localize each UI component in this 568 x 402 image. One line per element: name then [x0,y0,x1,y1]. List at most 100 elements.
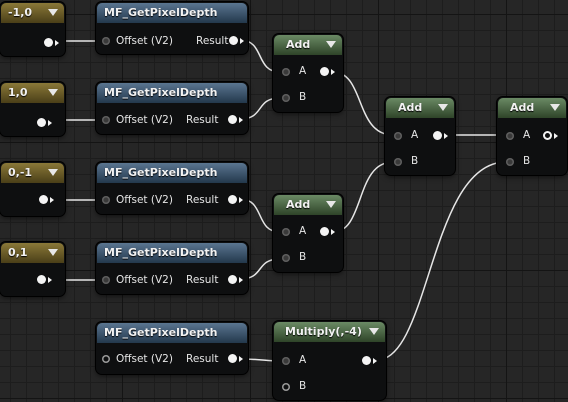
node-title: Add [398,101,423,114]
collapse-arrow-icon[interactable] [438,104,448,111]
param-node-0-neg1[interactable]: 0,-1 [0,162,65,216]
collapse-arrow-icon[interactable] [550,104,560,111]
param-node-1-0[interactable]: 1,0 [0,82,65,136]
function-header: MF_GetPixelDepth [97,83,247,103]
collapse-arrow-icon[interactable] [326,201,336,208]
math-header: Add [498,98,566,118]
result-output-dot[interactable] [228,115,237,124]
function-title: MF_GetPixelDepth [104,86,218,99]
add-node-2[interactable]: Add A B [273,194,343,272]
collapse-arrow-icon[interactable] [48,249,58,256]
function-header: MF_GetPixelDepth [97,323,247,343]
collapse-arrow-icon[interactable] [369,328,379,335]
function-node-1[interactable]: MF_GetPixelDepth Offset (V2) Result [96,2,248,54]
pin-arrow-icon [239,117,243,123]
input-a-label: A [523,129,531,141]
offset-input-pin[interactable]: Offset (V2) [102,34,173,48]
function-node-3[interactable]: MF_GetPixelDepth Offset (V2) Result [96,162,248,214]
result-output-pin[interactable]: Result [186,113,218,127]
function-header: MF_GetPixelDepth [97,243,247,263]
result-output-dot[interactable] [228,275,237,284]
multiply-output-pin[interactable] [362,356,371,365]
input-pin-icon [102,37,110,45]
result-output-dot[interactable] [229,36,238,45]
input-pin-icon [102,355,110,363]
function-title: MF_GetPixelDepth [104,246,218,259]
add-node-4[interactable]: Add A B [497,97,567,175]
offset-label: Offset (V2) [116,353,173,365]
pin-arrow-icon [240,38,244,44]
result-output-dot[interactable] [228,354,237,363]
input-b-label: B [411,155,419,167]
input-a-label: A [299,65,307,77]
collapse-arrow-icon[interactable] [326,41,336,48]
add-output-pin[interactable] [320,227,329,236]
pin-arrow-icon [331,229,335,235]
add-node-1[interactable]: Add A B [273,34,343,112]
pin-arrow-icon [239,197,243,203]
offset-input-pin[interactable]: Offset (V2) [102,113,173,127]
function-title: MF_GetPixelDepth [104,326,218,339]
collapse-arrow-icon[interactable] [48,89,58,96]
offset-label: Offset (V2) [116,194,173,206]
pin-arrow-icon [239,356,243,362]
input-pin-icon [102,196,110,204]
result-label: Result [186,114,219,126]
input-b-pin[interactable] [506,158,514,166]
input-a-label: A [299,354,307,366]
pin-arrow-icon [50,197,54,203]
input-b-pin[interactable] [282,94,290,102]
input-a-label: A [299,225,307,237]
result-output-pin[interactable]: Result [186,273,218,287]
input-a-label: A [411,129,419,141]
input-b-label: B [299,251,307,263]
input-a-pin[interactable] [282,228,290,236]
input-b-pin[interactable] [282,254,290,262]
input-a-pin[interactable] [394,132,402,140]
param-node-neg1-0[interactable]: -1,0 [0,2,65,56]
math-header: Add [274,195,342,215]
param-output-pin[interactable] [37,275,46,284]
param-node-0-1[interactable]: 0,1 [0,242,65,296]
offset-input-pin[interactable]: Offset (V2) [102,352,173,366]
function-node-2[interactable]: MF_GetPixelDepth Offset (V2) Result [96,82,248,134]
multiply-node[interactable]: Multiply(,-4) A B [273,321,386,400]
result-output-pin[interactable]: Result [196,34,228,48]
input-b-label: B [299,91,307,103]
node-title: Add [286,38,311,51]
function-header: MF_GetPixelDepth [97,163,247,183]
param-output-pin[interactable] [39,195,48,204]
collapse-arrow-icon[interactable] [48,9,58,16]
result-output-pin[interactable]: Result [186,193,218,207]
param-label: 0,-1 [8,166,33,179]
collapse-arrow-icon[interactable] [48,169,58,176]
add-output-pin[interactable] [320,67,329,76]
input-b-pin[interactable] [394,158,402,166]
node-title: Add [286,198,311,211]
param-output-pin[interactable] [44,38,53,47]
function-node-4[interactable]: MF_GetPixelDepth Offset (V2) Result [96,242,248,294]
param-output-pin[interactable] [37,118,46,127]
offset-input-pin[interactable]: Offset (V2) [102,273,173,287]
node-title: Add [510,101,535,114]
add-node-3[interactable]: Add A B [385,97,455,175]
result-output-pin[interactable]: Result [186,352,218,366]
function-node-5[interactable]: MF_GetPixelDepth Offset (V2) Result [96,322,248,374]
pin-arrow-icon [55,40,59,46]
offset-label: Offset (V2) [116,35,173,47]
param-header: 0,1 [1,243,64,263]
wire-mult-add4b[interactable] [376,161,507,361]
pin-arrow-icon [554,133,558,139]
input-a-pin[interactable] [506,132,514,140]
offset-input-pin[interactable]: Offset (V2) [102,193,173,207]
add-output-pin[interactable] [543,131,552,140]
pin-arrow-icon [239,277,243,283]
input-b-pin[interactable] [282,383,290,391]
result-output-dot[interactable] [228,195,237,204]
math-header: Add [274,35,342,55]
add-output-pin[interactable] [433,131,442,140]
input-a-pin[interactable] [282,68,290,76]
input-a-pin[interactable] [282,357,290,365]
pin-arrow-icon [444,133,448,139]
